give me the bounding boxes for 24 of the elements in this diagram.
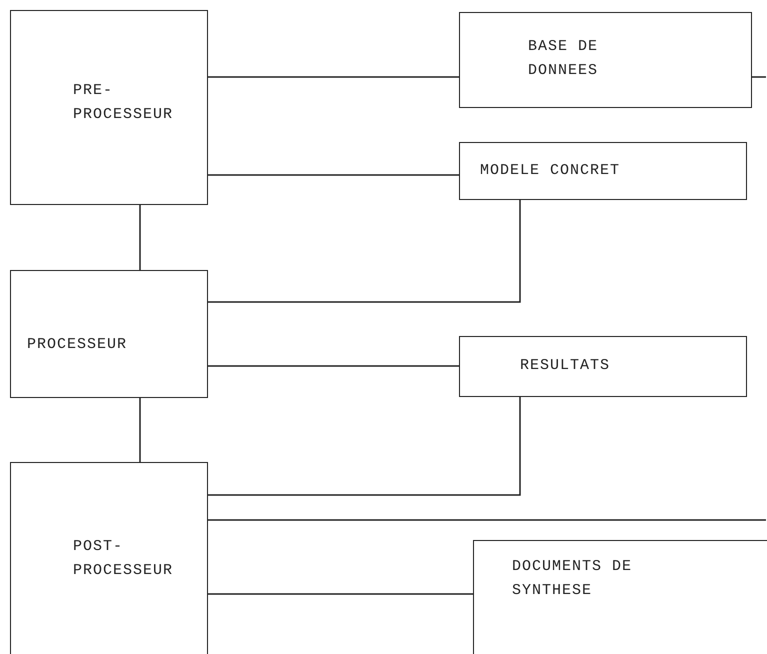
box-label: DOCUMENTS DE SYNTHESE bbox=[512, 557, 634, 601]
process-box bbox=[459, 142, 747, 200]
box-label: PROCESSEUR bbox=[27, 335, 128, 355]
connector-line bbox=[208, 593, 473, 595]
process-box bbox=[459, 336, 747, 397]
connector-line bbox=[752, 76, 766, 78]
connector-line bbox=[208, 365, 459, 367]
connector-line bbox=[208, 200, 521, 303]
connector-line bbox=[208, 174, 459, 176]
process-box bbox=[10, 462, 208, 654]
process-box bbox=[473, 540, 767, 654]
box-label: MODELE CONCRET bbox=[480, 161, 622, 181]
connector-line bbox=[139, 205, 141, 270]
box-label: POST- PROCESSEUR bbox=[73, 537, 174, 581]
process-box bbox=[10, 10, 208, 205]
box-label: BASE DE DONNEES bbox=[528, 37, 600, 81]
connector-line bbox=[139, 398, 141, 462]
process-box bbox=[459, 12, 752, 108]
connector-line bbox=[208, 519, 766, 521]
connector-line bbox=[208, 76, 459, 78]
process-box bbox=[10, 270, 208, 398]
box-label: RESULTATS bbox=[520, 356, 612, 376]
connector-line bbox=[208, 397, 521, 496]
box-label: PRE- PROCESSEUR bbox=[73, 81, 174, 125]
